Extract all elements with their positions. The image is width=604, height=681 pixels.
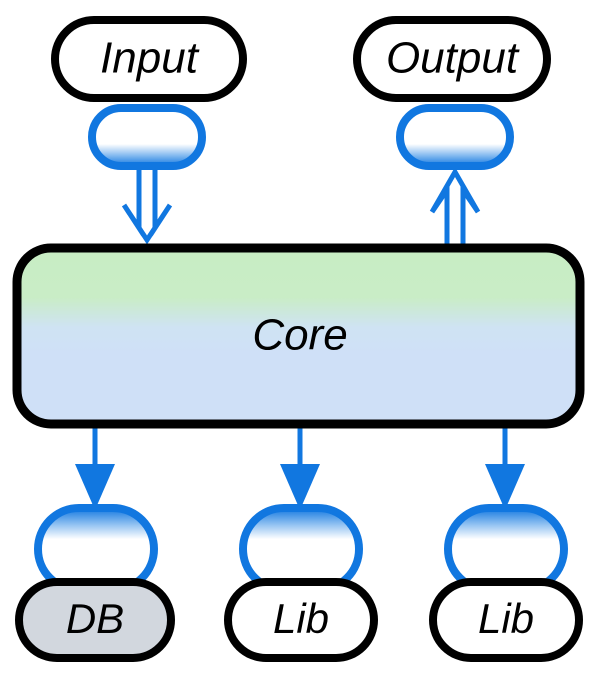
- output-node-shape: [353, 16, 551, 102]
- core-node[interactable]: Core: [12, 243, 585, 429]
- lib2-node[interactable]: Lib: [429, 578, 583, 662]
- lib1-node-label: Lib: [273, 595, 329, 642]
- edge-core-to-db: [75, 424, 115, 510]
- lib1-node-shape: [224, 578, 378, 662]
- db-node-label: DB: [66, 595, 124, 642]
- input-node-shape: [51, 16, 247, 102]
- output-node-label: Output: [386, 34, 520, 83]
- arrowhead-down-icon: [280, 464, 320, 510]
- arrowhead-down-icon: [75, 464, 115, 510]
- input-node[interactable]: Input: [51, 16, 247, 102]
- input-node-label: Input: [100, 34, 200, 83]
- lib2-port[interactable]: [444, 504, 568, 594]
- input-port[interactable]: [88, 104, 206, 170]
- output-node[interactable]: Output: [353, 16, 551, 102]
- lib2-node-shape: [429, 578, 583, 662]
- core-node-shape: [12, 243, 585, 429]
- edge-core-to-output: [429, 166, 481, 251]
- lib1-port[interactable]: [239, 504, 363, 594]
- hollow-arrow-up-shaft: [429, 166, 481, 251]
- edge-core-to-lib1: [280, 424, 320, 510]
- lib2-node-label: Lib: [478, 595, 534, 642]
- core-node-label: Core: [252, 311, 347, 360]
- arrowhead-down-icon: [485, 464, 525, 510]
- lib1-node[interactable]: Lib: [224, 578, 378, 662]
- edge-input-to-core: [121, 157, 173, 245]
- db-node-shape: [15, 578, 175, 662]
- hollow-arrow-down-shaft: [121, 157, 173, 245]
- edge-core-to-lib2: [485, 424, 525, 510]
- output-port[interactable]: [396, 104, 514, 170]
- db-port[interactable]: [34, 504, 158, 594]
- db-node[interactable]: DB: [15, 578, 175, 662]
